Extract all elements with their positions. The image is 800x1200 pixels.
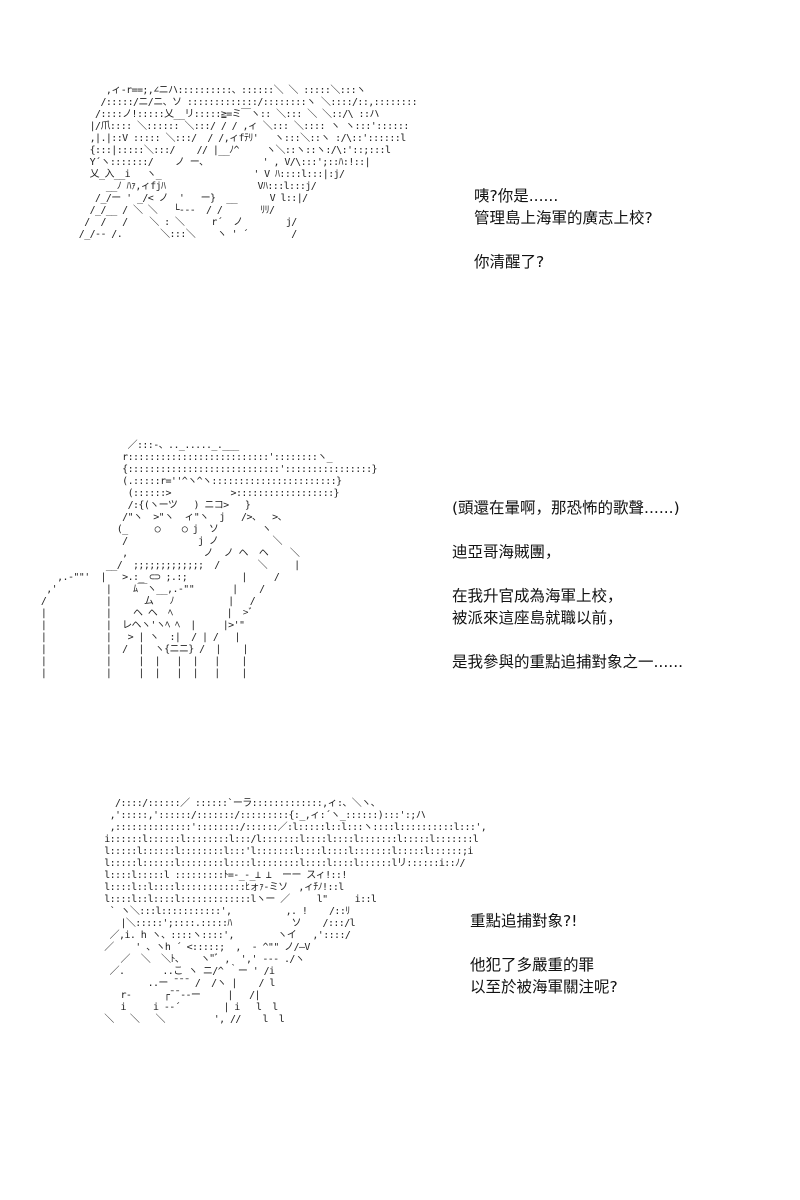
- dialogue-spacer: [470, 932, 618, 954]
- dialogue-box: 咦?你是...... 管理島上海軍的廣志上校? 你清醒了?: [474, 185, 653, 273]
- dialogue-spacer: [452, 629, 683, 651]
- dialogue-line: (頭還在暈啊，那恐怖的歌聲......): [452, 499, 680, 517]
- dialogue-line: 迪亞哥海賊團，: [452, 543, 561, 561]
- dialogue-line: 以至於被海軍關注呢?: [470, 978, 618, 996]
- dialogue-spacer: [452, 563, 683, 585]
- dialogue-line: 你清醒了?: [474, 253, 545, 271]
- panel-1: ,ィ-r==;,∠ニハ::::::::::、::::::＼ ＼ :::::＼::…: [0, 70, 800, 370]
- dialogue-line: 咦?你是......: [474, 187, 559, 205]
- ascii-art-figure: ／:::-、.._....._.___ r:::::::::::::::::::…: [40, 440, 378, 679]
- dialogue-line: 是我參與的重點追捕對象之一......: [452, 653, 684, 671]
- dialogue-box: (頭還在暈啊，那恐怖的歌聲......) 迪亞哥海賊團， 在我升官成為海軍上校，…: [452, 497, 683, 673]
- dialogue-line: 在我升官成為海軍上校，: [452, 587, 623, 605]
- dialogue-spacer: [452, 519, 683, 541]
- dialogue-line: 他犯了多嚴重的罪: [470, 956, 595, 974]
- panel-2: ／:::-、.._....._.___ r:::::::::::::::::::…: [0, 440, 800, 750]
- dialogue-spacer: [474, 229, 653, 251]
- dialogue-box: 重點追捕對象?! 他犯了多嚴重的罪 以至於被海軍關注呢?: [470, 910, 618, 998]
- dialogue-line: 管理島上海軍的廣志上校?: [474, 209, 653, 227]
- panel-3: /::::/::::::／ ::::::`ーラ:::::::::::::,ィ:、…: [0, 790, 800, 1170]
- dialogue-line: 重點追捕對象?!: [470, 912, 578, 930]
- ascii-art-figure: /::::/::::::／ ::::::`ーラ:::::::::::::,ィ:、…: [104, 798, 487, 1025]
- dialogue-line: 被派來這座島就職以前，: [452, 609, 623, 627]
- ascii-art-figure: ,ィ-r==;,∠ニハ::::::::::、::::::＼ ＼ :::::＼::…: [78, 85, 418, 240]
